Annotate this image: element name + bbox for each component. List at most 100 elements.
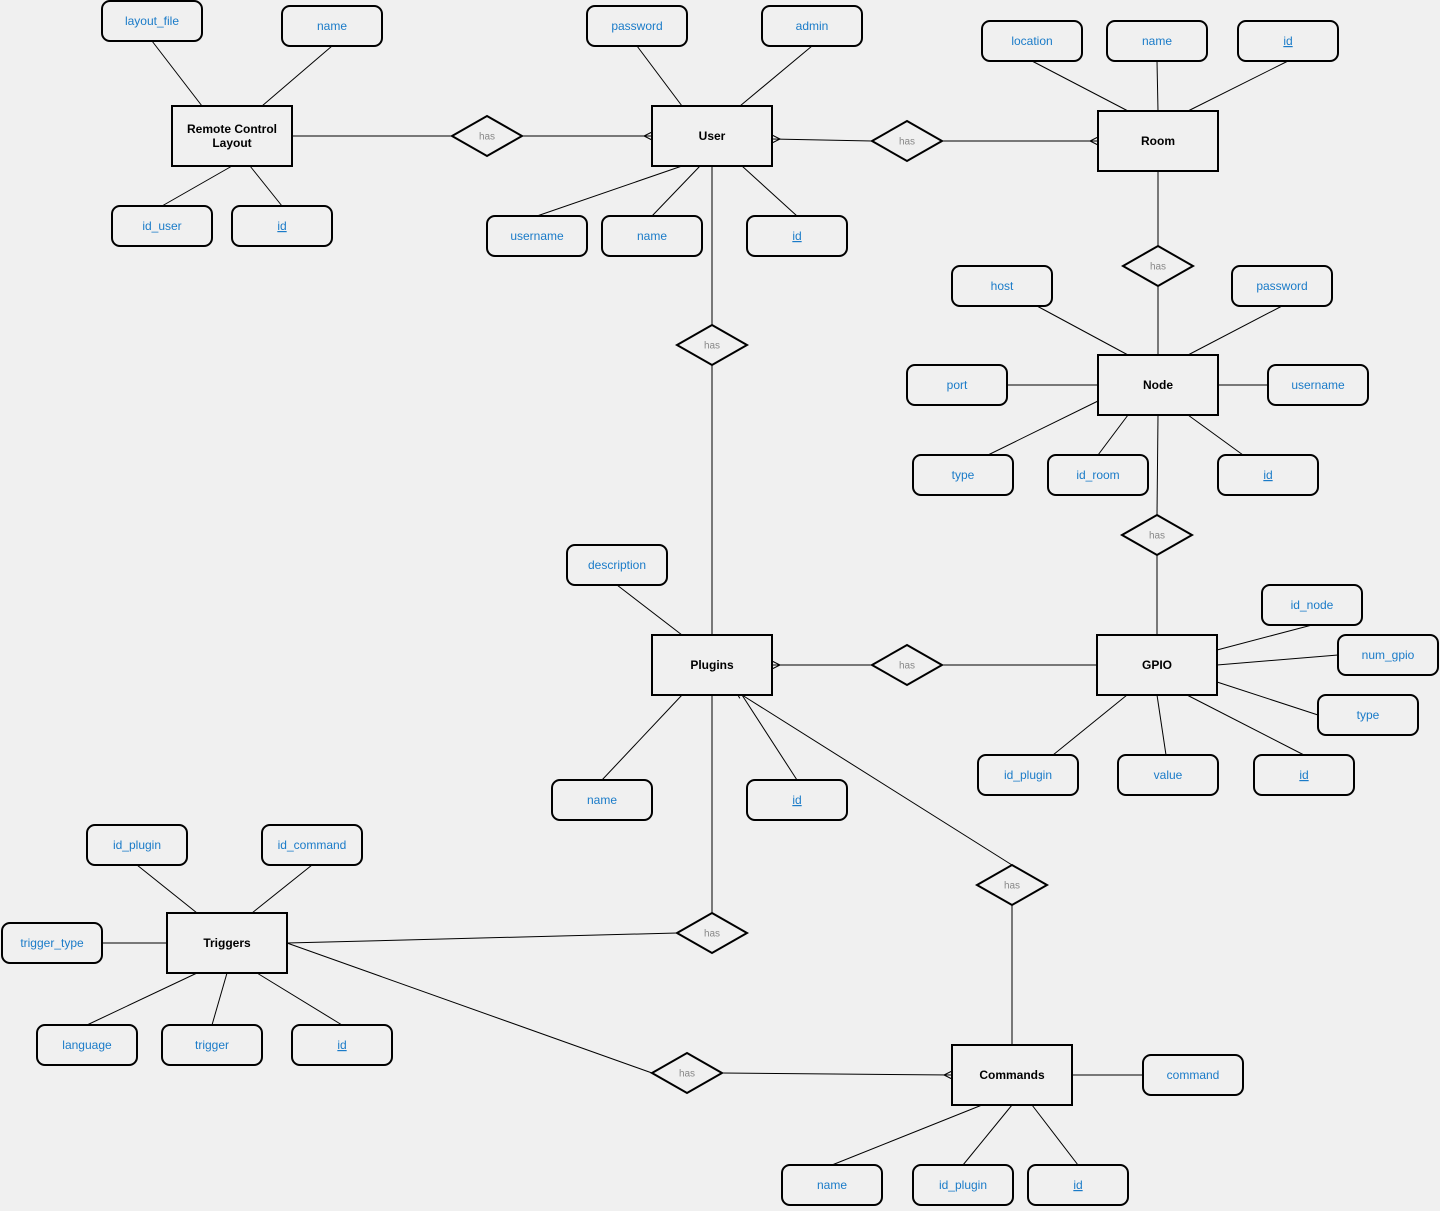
attribute-node-password[interactable]: password	[1231, 265, 1333, 307]
attribute-label: password	[611, 19, 662, 33]
attribute-plugins-name[interactable]: name	[551, 779, 653, 821]
attribute-commands-id[interactable]: id	[1027, 1164, 1129, 1206]
relationship-diamond	[869, 119, 945, 163]
attribute-plugins-description[interactable]: description	[566, 544, 668, 586]
entity-user[interactable]: User	[651, 105, 773, 167]
attribute-room-location[interactable]: location	[981, 20, 1083, 62]
rel-plugins-commands[interactable]: has	[974, 863, 1050, 907]
attribute-rcl-id[interactable]: id	[231, 205, 333, 247]
attribute-label: id_user	[142, 219, 181, 233]
attribute-box	[291, 1024, 393, 1066]
entity-plugins[interactable]: Plugins	[651, 634, 773, 696]
attribute-gpio-num-gpio[interactable]: num_gpio	[1337, 634, 1439, 676]
attribute-gpio-value[interactable]: value	[1117, 754, 1219, 796]
attribute-gpio-type[interactable]: type	[1317, 694, 1419, 736]
attribute-box	[781, 1164, 883, 1206]
attribute-commands-command[interactable]: command	[1142, 1054, 1244, 1096]
primary-key-label: id	[1263, 468, 1272, 482]
entity-label: Triggers	[203, 936, 251, 950]
connector-line	[86, 972, 198, 1026]
attribute-box	[551, 779, 653, 821]
entity-box	[1096, 634, 1218, 696]
connector-line	[151, 40, 203, 107]
relationship-diamond	[449, 114, 525, 158]
attribute-rcl-id-user[interactable]: id_user	[111, 205, 213, 247]
attribute-node-id-room[interactable]: id_room	[1047, 454, 1149, 496]
attribute-node-username[interactable]: username	[1267, 364, 1369, 406]
connector-line	[261, 45, 333, 107]
attribute-commands-id-plugin[interactable]: id_plugin	[912, 1164, 1014, 1206]
attribute-user-name[interactable]: name	[601, 215, 703, 257]
attribute-node-type[interactable]: type	[912, 454, 1014, 496]
attribute-node-port[interactable]: port	[906, 364, 1008, 406]
attribute-triggers-id-command[interactable]: id_command	[261, 824, 363, 866]
attribute-box	[486, 215, 588, 257]
attribute-label: trigger_type	[20, 936, 84, 950]
attribute-node-host[interactable]: host	[951, 265, 1053, 307]
attribute-box	[912, 454, 1014, 496]
rel-plugins-gpio[interactable]: has	[869, 643, 945, 687]
attribute-rcl-name[interactable]: name	[281, 5, 383, 47]
attribute-triggers-trigger-type[interactable]: trigger_type	[1, 922, 103, 964]
attribute-label: host	[991, 279, 1014, 293]
attribute-rcl-layout-file[interactable]: layout_file	[101, 0, 203, 42]
attribute-box	[1317, 694, 1419, 736]
attribute-node-id[interactable]: id	[1217, 454, 1319, 496]
primary-key-label: id	[1073, 1178, 1082, 1192]
connector-line	[1216, 624, 1313, 651]
attribute-user-password[interactable]: password	[586, 5, 688, 47]
primary-key-label: id	[1283, 34, 1292, 48]
connector-line	[1187, 305, 1283, 356]
attribute-box	[1117, 754, 1219, 796]
entity-commands[interactable]: Commands	[951, 1044, 1073, 1106]
entity-box	[951, 1044, 1073, 1106]
connector-line	[987, 400, 1099, 456]
attribute-box	[586, 5, 688, 47]
attribute-commands-name[interactable]: name	[781, 1164, 883, 1206]
rel-triggers-commands[interactable]: has	[649, 1051, 725, 1095]
attribute-plugins-id[interactable]: id	[746, 779, 848, 821]
attribute-box	[1027, 1164, 1129, 1206]
connector-line	[1187, 60, 1289, 112]
attribute-label: username	[1291, 378, 1345, 392]
attribute-label: description	[588, 558, 646, 572]
attribute-gpio-id[interactable]: id	[1253, 754, 1355, 796]
attribute-label: command	[1167, 1068, 1220, 1082]
connector-line	[721, 1072, 953, 1076]
attribute-box	[566, 544, 668, 586]
attribute-user-id[interactable]: id	[746, 215, 848, 257]
entity-triggers[interactable]: Triggers	[166, 912, 288, 974]
relationship-label: has	[1149, 531, 1165, 542]
connector-line	[616, 584, 683, 636]
entity-gpio[interactable]: GPIO	[1096, 634, 1218, 696]
attribute-gpio-id-node[interactable]: id_node	[1261, 584, 1363, 626]
attribute-triggers-id-plugin[interactable]: id_plugin	[86, 824, 188, 866]
relationship-label: has	[899, 661, 915, 672]
connector-line	[286, 932, 678, 944]
entity-room[interactable]: Room	[1097, 110, 1219, 172]
rel-triggers-plugins[interactable]: has	[674, 911, 750, 955]
attribute-gpio-id-plugin[interactable]: id_plugin	[977, 754, 1079, 796]
attribute-room-id[interactable]: id	[1237, 20, 1339, 62]
relationship-label: has	[1004, 881, 1020, 892]
attribute-triggers-trigger[interactable]: trigger	[161, 1024, 263, 1066]
rel-rcl-user[interactable]: has	[449, 114, 525, 158]
attribute-label: num_gpio	[1362, 648, 1415, 662]
rel-user-room[interactable]: has	[869, 119, 945, 163]
attribute-triggers-id[interactable]: id	[291, 1024, 393, 1066]
attribute-user-username[interactable]: username	[486, 215, 588, 257]
entity-label: Commands	[979, 1068, 1045, 1082]
attribute-label: value	[1154, 768, 1183, 782]
entity-box	[166, 912, 288, 974]
attribute-triggers-language[interactable]: language	[36, 1024, 138, 1066]
attribute-box	[746, 779, 848, 821]
attribute-room-name[interactable]: name	[1106, 20, 1208, 62]
rel-room-node[interactable]: has	[1120, 244, 1196, 288]
rel-node-gpio[interactable]: has	[1119, 513, 1195, 557]
attribute-label: name	[817, 1178, 847, 1192]
entity-node[interactable]: Node	[1097, 354, 1219, 416]
attribute-user-admin[interactable]: admin	[761, 5, 863, 47]
rel-user-plugins[interactable]: has	[674, 323, 750, 367]
